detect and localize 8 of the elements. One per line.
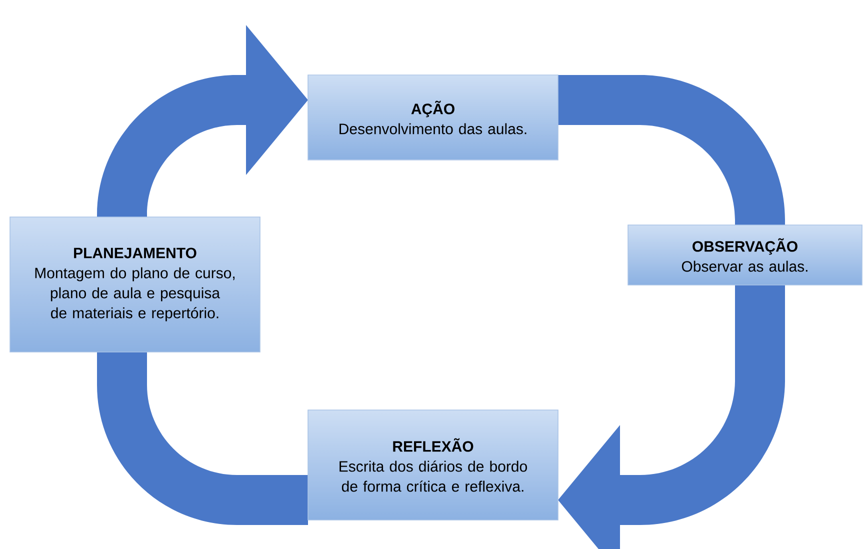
text-box: OBSERVAÇÃO Observar as aulas.	[628, 224, 862, 286]
cycle-arrow	[558, 285, 786, 549]
text-box: AÇÃO Desenvolvimento das aulas.	[308, 74, 558, 160]
text-box: PLANEJAMENTO Montagem do plano de curso, plano de aula e pesquisa de materiais e repertório.	[10, 216, 260, 352]
cycle-arrow	[97, 352, 308, 525]
cycle-arrow	[558, 75, 786, 225]
text-box: REFLEXÃO Escrita dos diários de bordo de forma crítica e reflexiva.	[308, 410, 558, 520]
cycle-arrow	[97, 25, 308, 217]
